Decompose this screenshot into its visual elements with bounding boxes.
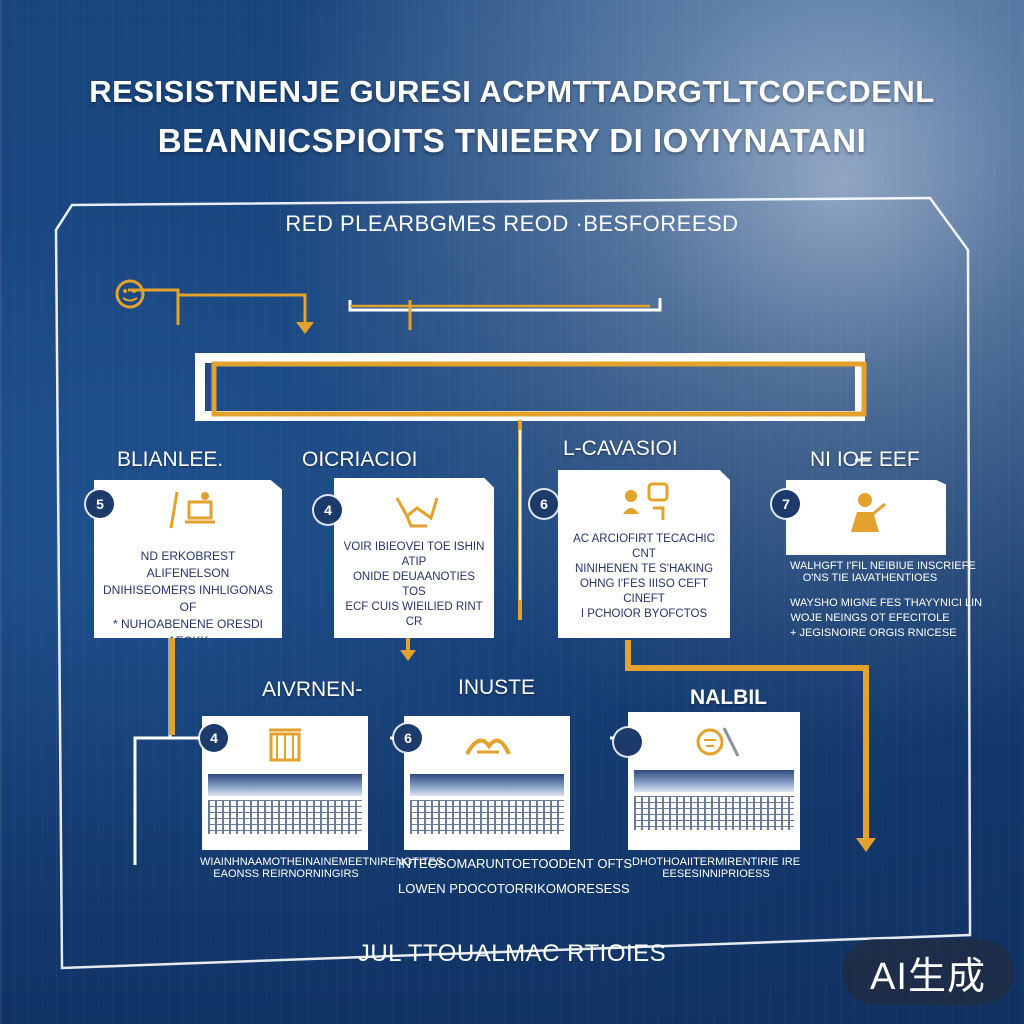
bottom-card-1 xyxy=(202,716,368,850)
handshake-icon xyxy=(395,497,439,528)
card-4-line-1: WALHGFT I'FIL NEIBIUE INSCRIEFE xyxy=(790,560,976,572)
collage-icon xyxy=(696,727,740,757)
ai-generated-watermark: AI生成 xyxy=(842,939,1014,1005)
card-4-line-3: WAYSHO MIGNE FES THAYYNICI LIN xyxy=(790,597,983,609)
card-2-line-1: VOIR IBIEOVEI TOE ISHIN ATIP xyxy=(343,541,485,568)
page-title-line-1: RESISISTNENJE GURESI ACPMTTADRGTLTCOFCDE… xyxy=(89,74,935,109)
bottom-label-2: INUSTE xyxy=(458,676,536,699)
step-label-2: OICRIACIOI xyxy=(302,448,418,471)
card-3-line-2: NINIHENEN TE S'HAKING xyxy=(574,563,714,575)
feeder-left xyxy=(128,288,180,325)
card-1-line-2: DNIHISEOMERS INHLIGONAS OF xyxy=(102,583,274,614)
diagram-subtitle: RED PLEARBGMES REOD ·BESFOREESD xyxy=(285,211,739,236)
card-1-line-1: ND ERKOBREST ALIFENELSON xyxy=(140,549,236,580)
person-laptop-icon xyxy=(169,491,215,529)
step-label-1: BLIANLEE. xyxy=(117,448,224,471)
bottom-badge-3 xyxy=(614,728,642,756)
bottom-2-caption-1: INTEOSOMARUNTOETOODENT OFTS xyxy=(398,856,633,871)
bottom-label-3: NALBIL xyxy=(690,686,767,709)
step-label-3: L-CAVASIOI xyxy=(563,437,678,460)
diagram-frame xyxy=(54,196,972,970)
bottom-3-caption-1: DHOTHOAIITERMIRENTIRIE IRE xyxy=(631,856,801,868)
bottom-1-caption-2: EAONSS REIRNORNINGIRS xyxy=(213,868,359,880)
page-title-line-2: BEANNICSPIOITS TNIEERY DI IOYIYNATANI xyxy=(157,122,867,159)
step-card-2: VOIR IBIEOVEI TOE ISHIN ATIP ONIDE DEUAA… xyxy=(334,478,494,638)
gear-face-icon xyxy=(115,279,145,309)
document-folder-icon xyxy=(269,728,301,762)
bottom-caption-1: WIAINHNAAMOTHEINAINEMEETNIRENOTITES EAON… xyxy=(200,856,444,880)
card-2-line-2: ONIDE DEUAANOTIES TOS xyxy=(352,571,476,598)
card-2-line-3: ECF CUIS WIEILIED RINT CR xyxy=(345,601,483,628)
handshake-icon xyxy=(465,738,511,755)
footer-title: JUL TTOUALMAC RTIOIES xyxy=(357,940,667,967)
connector-1 xyxy=(133,638,172,865)
feeder-left-2 xyxy=(178,293,307,325)
bottom-label-1: AIVRNEN- xyxy=(262,678,363,701)
hub-bar xyxy=(195,353,865,421)
card-4-line-5: + JEGISNOIRE ORGIS RNICESE xyxy=(790,627,957,639)
card-3-line-3: OHNG I'FES IIISO CEFT CINEFT xyxy=(579,578,709,605)
step-badge-1: 5 xyxy=(86,490,114,518)
bottom-badge-2: 6 xyxy=(394,724,422,752)
step-card-3: AC ARCIOFIRT TECACHIC CNT NINIHENEN TE S… xyxy=(558,470,730,638)
arrow-left xyxy=(296,322,314,334)
card-4-line-2: O'NS TIE IAVATHENTIOES xyxy=(802,572,938,584)
bottom-card-2 xyxy=(404,716,570,850)
card-4-caption-bottom: WAYSHO MIGNE FES THAYYNICI LIN WOJE NEIN… xyxy=(790,596,983,641)
bottom-1-caption-1: WIAINHNAAMOTHEINAINEMEETNIRENOTITES xyxy=(200,856,444,868)
arrow-mid xyxy=(400,650,416,661)
step-card-1: ND ERKOBREST ALIFENELSON DNIHISEOMERS IN… xyxy=(94,480,282,638)
card-4-line-4: WOJE NEINGS OT EFECITOLE xyxy=(790,612,950,624)
bottom-3-caption-2: EESESINNIPRIOESS xyxy=(662,868,770,880)
step-card-4 xyxy=(786,480,946,555)
card-1-line-3: * NUHOABENENE ORESDI AECKK xyxy=(112,617,264,638)
step-badge-3: 6 xyxy=(530,490,558,518)
hub-bar-gold xyxy=(211,361,867,417)
step-badge-2: 4 xyxy=(314,496,342,524)
arrow-right xyxy=(856,838,876,852)
bottom-badge-1: 4 xyxy=(200,724,228,752)
card-4-caption-top: WALHGFT I'FIL NEIBIUE INSCRIEFE O'NS TIE… xyxy=(790,560,976,584)
connector-3 xyxy=(625,640,869,842)
bottom-caption-2: INTEOSOMARUNTOETOODENT OFTS LOWEN PDOCOT… xyxy=(398,856,633,896)
bottom-caption-3: DHOTHOAIITERMIRENTIRIE IRE EESESINNIPRIO… xyxy=(630,856,802,880)
presenter-icon xyxy=(851,493,886,532)
bottom-2-caption-2: LOWEN PDOCOTORRIKOMORESESS xyxy=(398,881,630,896)
step-badge-4: 7 xyxy=(772,490,800,518)
bottom-card-3 xyxy=(628,712,800,850)
step-label-4: NI IOE EEF xyxy=(810,448,920,471)
card-3-line-1: AC ARCIOFIRT TECACHIC CNT xyxy=(573,533,715,560)
meeting-icon xyxy=(623,482,669,520)
card-3-line-4: I PCHOIOR BYOFCTOS xyxy=(580,608,708,620)
feeder-right xyxy=(348,298,662,312)
